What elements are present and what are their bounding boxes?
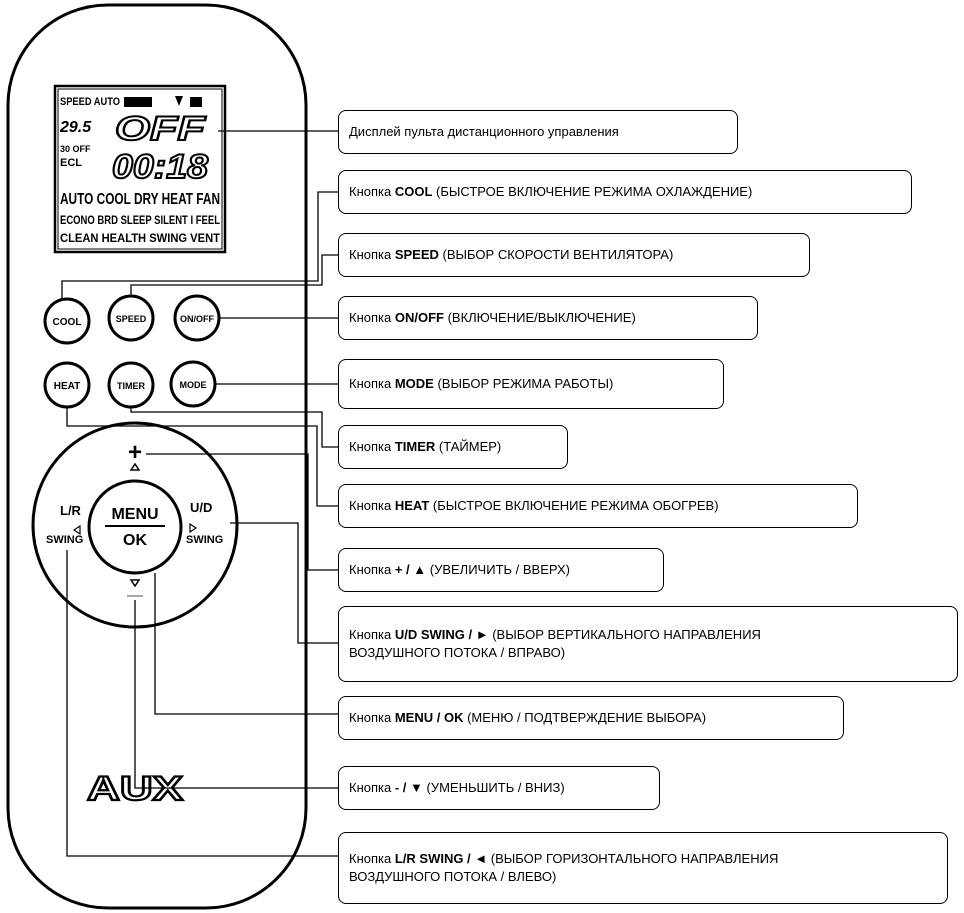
timer-button[interactable]: TIMER	[107, 361, 155, 409]
callout-onoff: Кнопка ON/OFF (ВКЛЮЧЕНИЕ/ВЫКЛЮЧЕНИЕ)	[338, 296, 758, 340]
speed-button[interactable]: SPEED	[107, 294, 155, 342]
svg-text:ON/OFF: ON/OFF	[180, 314, 214, 324]
callout-minus: Кнопка - / ▼ (УМЕНЬШИТЬ / ВНИЗ)	[338, 766, 660, 810]
callout-timer: Кнопка TIMER (ТАЙМЕР)	[338, 425, 568, 469]
plus-label[interactable]: +	[128, 439, 142, 466]
lcd-temp-main: OFF	[115, 110, 207, 148]
callout-lr-swing: Кнопка L/R SWING / ◄ (ВЫБОР ГОРИЗОНТАЛЬН…	[338, 832, 948, 904]
cool-button[interactable]: COOL	[43, 297, 91, 345]
lcd-time-main: 00:18	[112, 148, 208, 186]
left-arrow-icon	[72, 524, 81, 536]
lcd-sub-small: 30 OFF	[60, 144, 91, 154]
svg-text:MODE: MODE	[180, 380, 207, 390]
down-arrow-icon	[129, 579, 141, 588]
callout-heat: Кнопка HEAT (БЫСТРОЕ ВКЛЮЧЕНИЕ РЕЖИМА ОБ…	[338, 484, 858, 528]
up-arrow-icon	[129, 462, 141, 471]
lcd-modes: AUTO COOL DRY HEAT FAN	[60, 191, 220, 208]
lcd-sub-small2: ECL	[60, 157, 82, 169]
ud-swing-bottom-label[interactable]: SWING	[186, 534, 223, 546]
signal-bars	[124, 97, 152, 107]
antenna-icon	[175, 96, 202, 107]
svg-text:MENU: MENU	[111, 506, 158, 523]
minus-label[interactable]: —	[127, 587, 143, 604]
callout-display: Дисплей пульта дистанционного управления	[338, 110, 738, 154]
right-arrow-icon	[189, 522, 198, 534]
lcd-display: SPEED AUTO 29.5 OFF 30 OFF ECL 00:18 AUT…	[53, 84, 227, 254]
svg-text:SPEED: SPEED	[116, 314, 147, 324]
lr-swing-top-label[interactable]: L/R	[60, 503, 82, 518]
callout-ud-swing: Кнопка U/D SWING / ► (ВЫБОР ВЕРТИКАЛЬНОГ…	[338, 606, 958, 682]
callout-speed: Кнопка SPEED (ВЫБОР СКОРОСТИ ВЕНТИЛЯТОРА…	[338, 233, 810, 277]
svg-text:HEAT: HEAT	[54, 381, 80, 392]
aux-logo: AUX	[87, 770, 183, 808]
lcd-temp-small: 29.5	[59, 119, 92, 136]
lcd-row-b: ECONO BRD SLEEP SILENT I FEEL	[60, 213, 220, 227]
lcd-row1: SPEED AUTO	[60, 96, 120, 108]
onoff-button[interactable]: ON/OFF	[173, 294, 221, 342]
menu-ok-button[interactable]: MENU OK	[87, 479, 183, 575]
ud-swing-top-label[interactable]: U/D	[190, 500, 212, 515]
callout-mode: Кнопка MODE (ВЫБОР РЕЖИМА РАБОТЫ)	[338, 359, 724, 409]
leader-lines	[61, 130, 340, 857]
callout-menu-ok: Кнопка MENU / OK (МЕНЮ / ПОДТВЕРЖДЕНИЕ В…	[338, 696, 844, 740]
lcd-row-c: CLEAN HEALTH SWING VENT	[60, 231, 221, 245]
mode-button[interactable]: MODE	[169, 360, 217, 408]
svg-text:TIMER: TIMER	[117, 381, 145, 391]
callout-cool: Кнопка COOL (БЫСТРОЕ ВКЛЮЧЕНИЕ РЕЖИМА ОХ…	[338, 170, 912, 214]
heat-button[interactable]: HEAT	[43, 361, 91, 409]
callout-plus: Кнопка + / ▲ (УВЕЛИЧИТЬ / ВВЕРХ)	[338, 548, 664, 592]
svg-text:COOL: COOL	[53, 317, 82, 328]
lr-swing-bottom-label[interactable]: SWING	[46, 534, 83, 546]
svg-text:OK: OK	[123, 532, 147, 549]
